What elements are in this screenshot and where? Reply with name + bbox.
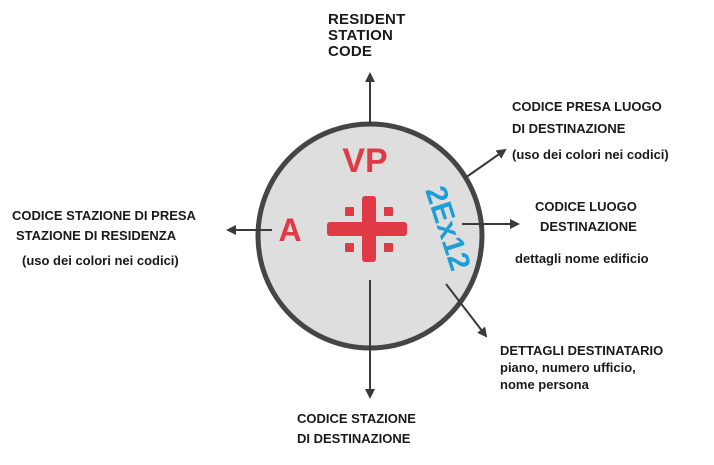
label-left-line-2: STAZIONE DI RESIDENZA <box>16 228 177 243</box>
cross-dots-symbol <box>327 196 407 262</box>
label-bottom-right-line-2: piano, numero ufficio, <box>500 360 636 375</box>
label-right-line-2: DESTINAZIONE <box>540 219 637 234</box>
label-resident-station-code: RESIDENT STATION CODE <box>328 12 405 60</box>
label-codice-stazione-presa: CODICE STAZIONE DI PRESA STAZIONE DI RES… <box>12 207 196 269</box>
label-top-right-line-1: CODICE PRESA LUOGO <box>512 99 662 114</box>
top-code: VP <box>342 142 387 180</box>
label-bottom-line-2: DI DESTINAZIONE <box>297 431 411 446</box>
label-top-line-2: STATION <box>328 27 394 44</box>
label-dettagli-destinatario: DETTAGLI DESTINATARIO piano, numero uffi… <box>500 342 663 393</box>
label-bottom-line-1: CODICE STAZIONE <box>297 411 416 426</box>
left-code: A <box>278 212 301 248</box>
label-left-line-1: CODICE STAZIONE DI PRESA <box>12 208 196 223</box>
arrow-up-right <box>464 148 507 179</box>
label-top-right-line-2: DI DESTINAZIONE <box>512 121 626 136</box>
label-right-line-3: dettagli nome edificio <box>515 251 649 266</box>
label-right-line-1: CODICE LUOGO <box>535 199 637 214</box>
label-codice-stazione-destinazione: CODICE STAZIONE DI DESTINAZIONE <box>297 410 416 447</box>
label-top-line-1: RESIDENT <box>328 11 406 28</box>
label-bottom-right-line-3: nome persona <box>500 377 589 392</box>
label-top-line-3: CODE <box>328 43 373 60</box>
label-bottom-right-line-1: DETTAGLI DESTINATARIO <box>500 343 664 358</box>
label-codice-luogo-destinazione: CODICE LUOGO DESTINAZIONE dettagli nome … <box>515 198 649 267</box>
label-left-line-3: (uso dei colori nei codici) <box>22 253 179 268</box>
arrow-down-right <box>445 283 488 338</box>
label-top-right-line-3: (uso dei colori nei codici) <box>512 147 669 162</box>
label-codice-presa-luogo: CODICE PRESA LUOGO DI DESTINAZIONE (uso … <box>512 98 669 163</box>
